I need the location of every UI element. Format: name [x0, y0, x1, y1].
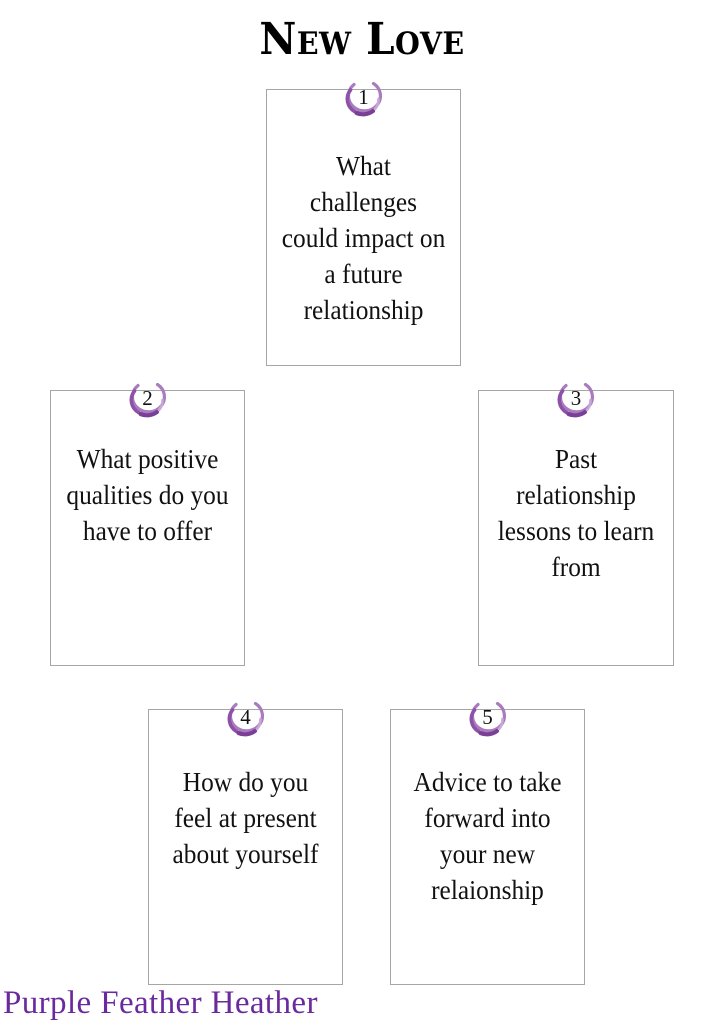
prompt-card[interactable]: 5 Advice to take forward into your new r… [390, 701, 585, 985]
stamped-circle-badge: 2 [126, 377, 170, 421]
stamped-circle-badge: 1 [342, 76, 386, 120]
card-text: Past relationship lessons to learn from [497, 444, 655, 582]
stamped-circle-badge: 5 [466, 696, 510, 740]
page-title: New Love [259, 14, 465, 65]
card-text: Advice to take forward into your new rel… [413, 767, 562, 905]
prompt-card[interactable]: 2 What positive qualities do you have to… [50, 382, 245, 666]
stamped-circle-badge: 3 [554, 377, 598, 421]
card-number: 2 [142, 385, 153, 410]
card-number: 4 [240, 704, 251, 729]
footer-signature: Purple Feather Heather [3, 985, 318, 1021]
card-number: 5 [482, 704, 493, 729]
card-number: 3 [570, 385, 582, 410]
card-number: 1 [358, 84, 369, 109]
prompt-card[interactable]: 3 Past relationship lessons to learn fro… [478, 382, 674, 666]
stamped-circle-badge: 4 [224, 696, 268, 740]
card-text: What challenges could impact on a future… [281, 151, 446, 325]
card-text: How do you feel at present about yoursel… [172, 767, 319, 869]
prompt-card[interactable]: 4 How do you feel at present about yours… [148, 701, 343, 985]
card-text: What positive qualities do you have to o… [66, 444, 229, 546]
prompt-card[interactable]: 1 What challenges could impact on a futu… [266, 81, 461, 366]
